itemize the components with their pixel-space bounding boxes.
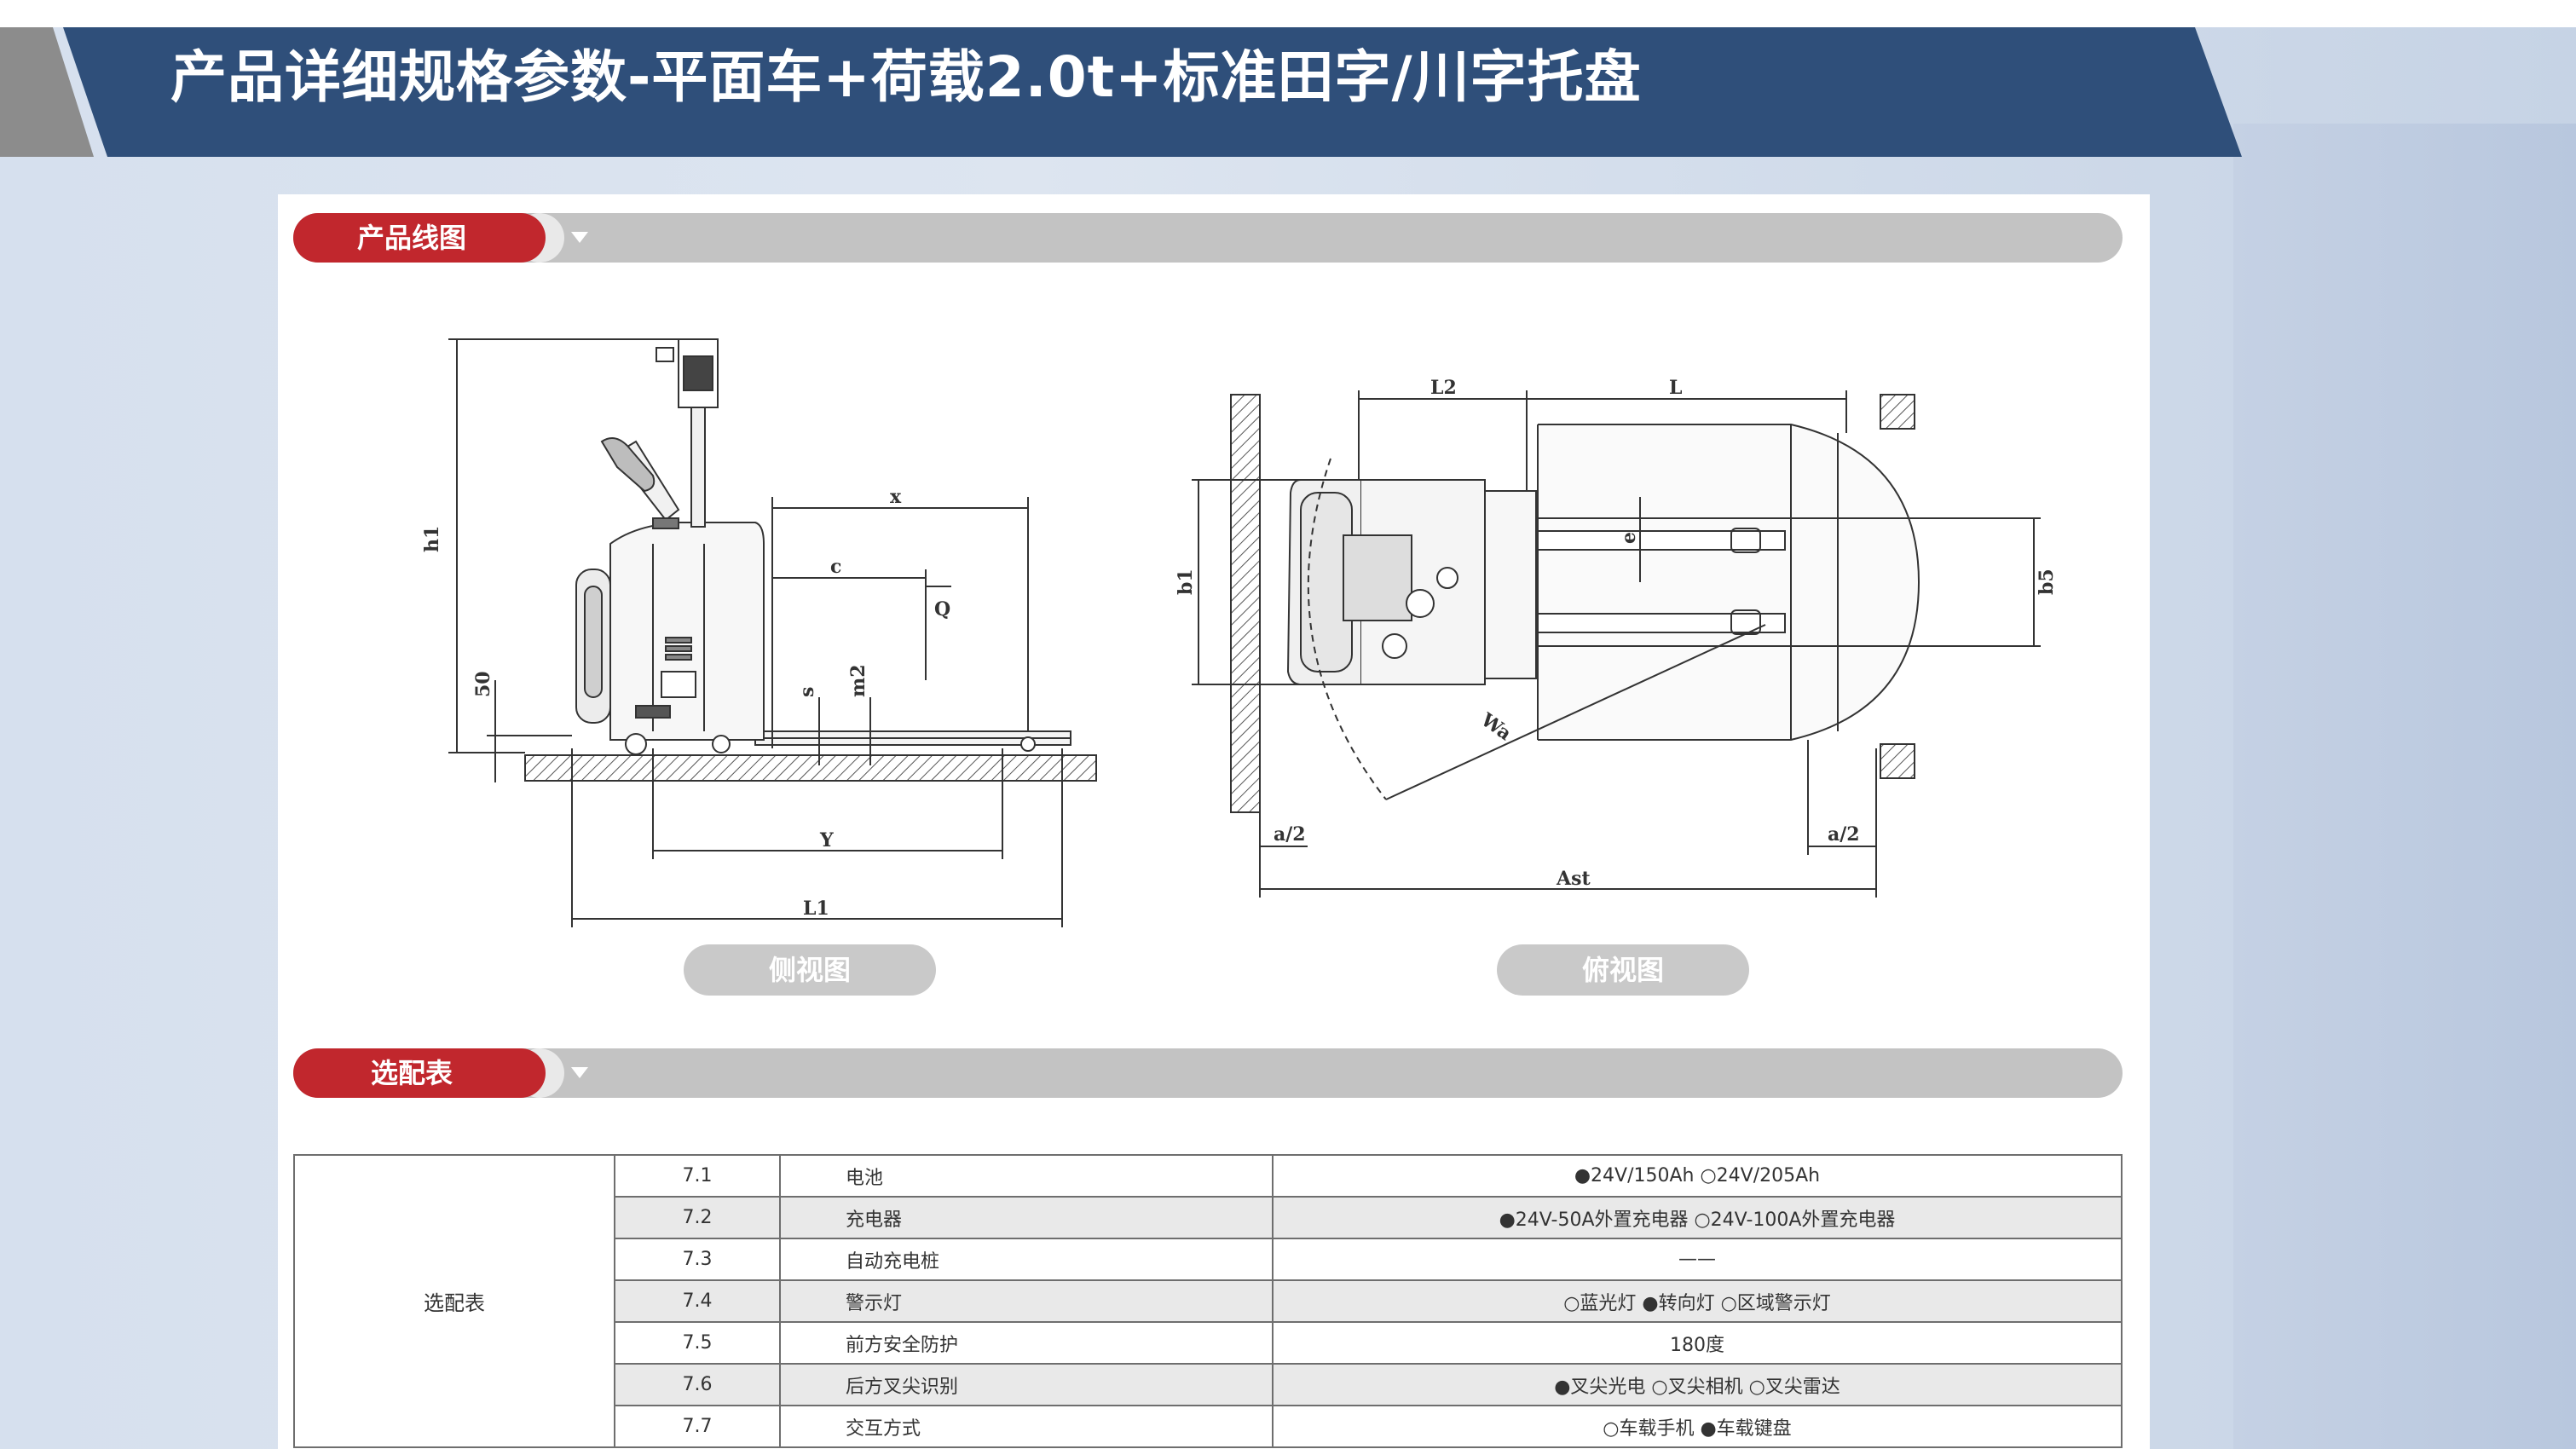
row-number: 7.3 xyxy=(614,1238,781,1281)
side-view-drawing xyxy=(448,338,1097,927)
dim-label-e: e xyxy=(1618,532,1640,544)
dim-label-a2-right: a/2 xyxy=(1828,823,1860,846)
technical-drawings: h1 50 x c Q s m2 Y L1 xyxy=(421,338,2058,927)
row-item: 警示灯 xyxy=(779,1279,1274,1323)
row-number: 7.5 xyxy=(614,1321,781,1365)
side-view-button[interactable]: 侧视图 xyxy=(684,944,936,996)
top-view-button[interactable]: 俯视图 xyxy=(1497,944,1749,996)
section-red-tab xyxy=(293,213,546,263)
row-value: ○车载手机 ●车载键盘 xyxy=(1272,1405,2123,1448)
dim-label-q: Q xyxy=(934,598,950,621)
table-row: 7.5 前方安全防护 180度 xyxy=(294,1321,2123,1365)
dim-label-wa: Wa xyxy=(1476,708,1516,745)
row-item: 充电器 xyxy=(779,1196,1274,1239)
dim-label-c: c xyxy=(830,556,841,578)
dim-label-s: s xyxy=(796,687,818,697)
row-value: 180度 xyxy=(1272,1321,2123,1365)
page-title: 产品详细规格参数-平面车+荷载2.0t+标准田字/川字托盘 xyxy=(170,44,1642,110)
section-track xyxy=(293,213,2123,263)
row-number: 7.2 xyxy=(614,1196,781,1239)
top-view-drawing xyxy=(1192,390,2041,898)
table-row: 7.2 充电器 ●24V-50A外置充电器 ○24V-100A外置充电器 xyxy=(294,1196,2123,1239)
row-value: ●24V/150Ah ○24V/205Ah xyxy=(1272,1154,2123,1198)
dim-label-l2: L2 xyxy=(1430,377,1457,399)
section-track xyxy=(293,1048,2123,1098)
content-panel: 产品线图 xyxy=(278,194,2150,1449)
row-number: 7.4 xyxy=(614,1279,781,1323)
dim-label-b5: b5 xyxy=(2036,569,2058,595)
section-red-tab xyxy=(293,1048,546,1098)
right-background-band xyxy=(2233,124,2576,1449)
top-strip xyxy=(0,0,2576,27)
row-item: 电池 xyxy=(779,1154,1274,1198)
options-section-label: 选配表 xyxy=(370,1057,453,1089)
options-section-header: 选配表 xyxy=(293,1048,2123,1098)
row-number: 7.1 xyxy=(614,1154,781,1198)
dim-label-l1: L1 xyxy=(803,898,829,920)
row-value: ●叉尖光电 ○叉尖相机 ○叉尖雷达 xyxy=(1272,1363,2123,1406)
table-row: 7.7 交互方式 ○车载手机 ●车载键盘 xyxy=(294,1405,2123,1448)
dim-label-m2: m2 xyxy=(847,664,869,697)
dim-label-y: Y xyxy=(819,829,834,852)
side-view-labels: h1 50 x c Q s m2 Y L1 xyxy=(421,486,950,920)
row-item: 自动充电桩 xyxy=(779,1238,1274,1281)
drawing-section-label: 产品线图 xyxy=(356,222,466,254)
drawing-section-header: 产品线图 xyxy=(293,213,2123,263)
row-value: ○蓝光灯 ●转向灯 ○区域警示灯 xyxy=(1272,1279,2123,1323)
table-row: 7.3 自动充电桩 —— xyxy=(294,1238,2123,1281)
dropdown-arrow-icon[interactable] xyxy=(571,1067,588,1078)
options-table: 选配表 7.1 电池 ●24V/150Ah ○24V/205Ah 7.2 充电器… xyxy=(293,1154,2123,1448)
row-item: 后方叉尖识别 xyxy=(779,1363,1274,1406)
category-cell: 选配表 xyxy=(293,1154,615,1448)
dim-label-h1: h1 xyxy=(421,526,443,552)
table-row: 选配表 7.1 电池 ●24V/150Ah ○24V/205Ah xyxy=(293,1154,2123,1448)
dim-label-50: 50 xyxy=(472,671,494,697)
dim-label-b1: b1 xyxy=(1175,569,1197,595)
row-item: 前方安全防护 xyxy=(779,1321,1274,1365)
dim-label-l: L xyxy=(1669,377,1682,399)
dim-label-x: x xyxy=(890,486,902,508)
row-number: 7.6 xyxy=(614,1363,781,1406)
row-number: 7.7 xyxy=(614,1405,781,1448)
row-value: ●24V-50A外置充电器 ○24V-100A外置充电器 xyxy=(1272,1196,2123,1239)
table-row: 7.4 警示灯 ○蓝光灯 ●转向灯 ○区域警示灯 xyxy=(294,1279,2123,1323)
dropdown-arrow-icon[interactable] xyxy=(571,232,588,243)
title-bar-shape xyxy=(0,27,2242,157)
row-item: 交互方式 xyxy=(779,1405,1274,1448)
title-bar xyxy=(0,27,2242,157)
dim-label-a2-left: a/2 xyxy=(1274,823,1306,846)
row-value: —— xyxy=(1272,1238,2123,1281)
dim-label-ast: Ast xyxy=(1556,868,1591,890)
table-row: 7.6 后方叉尖识别 ●叉尖光电 ○叉尖相机 ○叉尖雷达 xyxy=(294,1363,2123,1406)
